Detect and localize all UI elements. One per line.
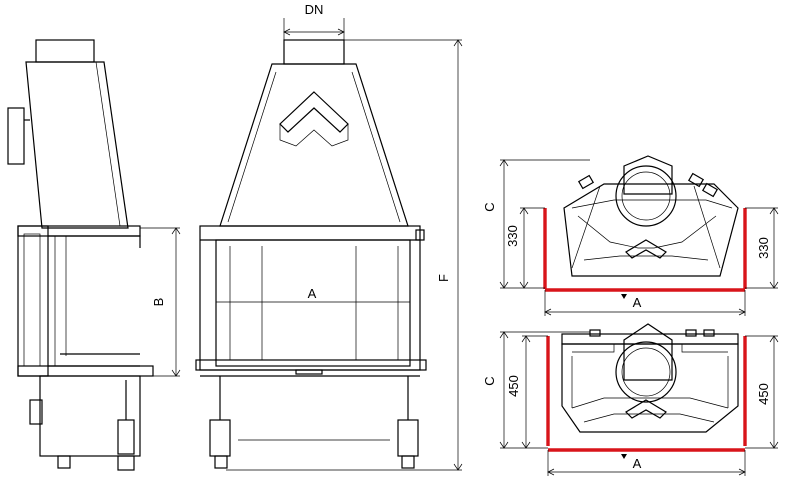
a-top-label: A [633,295,642,310]
c-bottom-value-left: 450 [506,375,521,397]
a-bottom-label: A [633,456,642,471]
side-view [7,39,181,471]
dn-label: DN [305,2,324,17]
c-top-value-left: 330 [505,225,520,247]
front-view [195,18,463,471]
top-view-330 [499,155,779,316]
a-front-label: A [308,286,317,301]
c-bottom-value-right: 450 [756,383,771,405]
b-label: B [151,298,166,307]
c-top-value-right: 330 [756,237,771,259]
f-label: F [436,274,451,282]
c-bottom-label: C [482,376,497,385]
top-view-450 [499,323,779,476]
c-top-label: C [482,202,497,211]
